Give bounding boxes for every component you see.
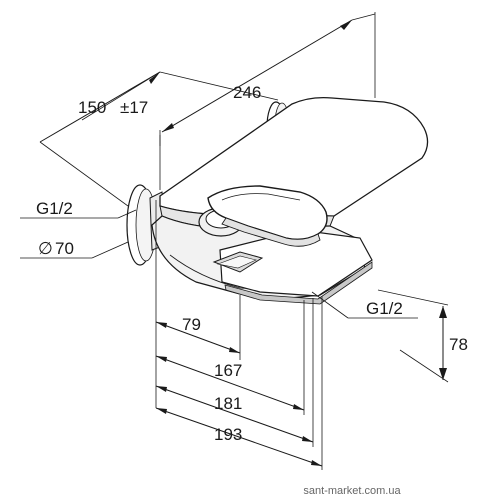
- dimension-lines: [20, 12, 449, 470]
- dim-label-181: 181: [214, 394, 242, 413]
- dim-label-70: 70: [55, 239, 74, 258]
- diameter-symbol: ∅: [38, 239, 53, 258]
- dimension-labels: 246 150 ±17 G1/2 ∅ 70 G1/2 78 79 167 181…: [36, 83, 468, 444]
- dim-label-78: 78: [449, 335, 468, 354]
- dim-label-167: 167: [214, 361, 242, 380]
- fixture-drawing: [126, 96, 429, 305]
- watermark: sant-market.com.ua: [303, 485, 401, 497]
- dim-label-79: 79: [182, 315, 201, 334]
- dim-label-g12-top: G1/2: [36, 199, 73, 218]
- dim-label-tolerance: ±17: [120, 98, 148, 117]
- dim-label-246: 246: [233, 83, 261, 102]
- dim-label-193: 193: [214, 425, 242, 444]
- dim-label-150: 150: [78, 98, 106, 117]
- dim-label-g12-outlet: G1/2: [366, 299, 403, 318]
